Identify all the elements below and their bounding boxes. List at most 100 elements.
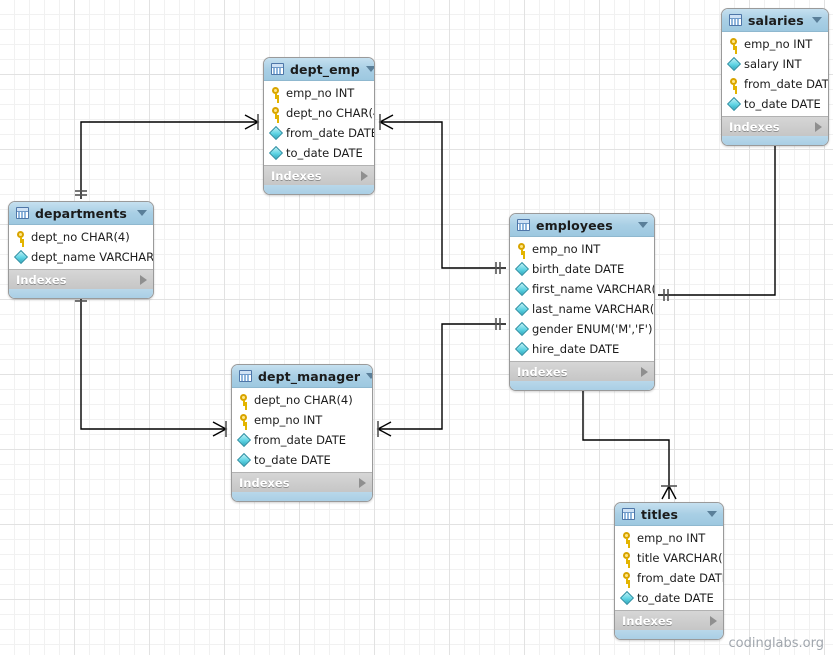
table-header-dept_manager[interactable]: dept_manager [232, 365, 372, 388]
field-row[interactable]: from_date DATE [232, 430, 372, 450]
table-icon [239, 370, 252, 382]
chevron-right-icon[interactable] [815, 121, 822, 132]
indexes-section-dept_manager[interactable]: Indexes [232, 472, 372, 492]
diamond-icon [619, 590, 634, 606]
diamond-icon-wrap [268, 145, 283, 161]
key-icon-wrap [270, 87, 281, 99]
field-row[interactable]: hire_date DATE [510, 339, 654, 359]
diamond-icon [726, 56, 741, 72]
chevron-down-icon[interactable] [812, 17, 822, 23]
field-row[interactable]: salary INT [722, 54, 828, 74]
chevron-right-icon[interactable] [710, 615, 717, 626]
diamond-icon [268, 125, 283, 141]
relationship-employees-dept_emp [378, 114, 506, 274]
table-header-salaries[interactable]: salaries [722, 9, 828, 32]
field-row[interactable]: to_date DATE [615, 588, 723, 608]
field-row[interactable]: dept_name VARCHAR(40) [9, 247, 153, 267]
field-row[interactable]: first_name VARCHAR(14) [510, 279, 654, 299]
chevron-right-icon[interactable] [641, 366, 648, 377]
field-row[interactable]: emp_no INT [615, 528, 723, 548]
field-label: from_date DATE [637, 571, 724, 585]
relationship-departments-dept_emp [75, 114, 260, 199]
indexes-label: Indexes [16, 272, 67, 287]
indexes-section-salaries[interactable]: Indexes [722, 116, 828, 136]
diamond-icon-wrap [726, 56, 741, 72]
indexes-section-dept_emp[interactable]: Indexes [264, 165, 374, 185]
table-name: salaries [748, 12, 804, 28]
chevron-down-icon[interactable] [707, 511, 717, 517]
diamond-icon-wrap [514, 341, 529, 357]
key-icon-wrap [238, 414, 249, 426]
chevron-down-icon[interactable] [366, 373, 372, 379]
field-row[interactable]: from_date DATE [722, 74, 828, 94]
field-label: to_date DATE [637, 591, 714, 605]
field-row[interactable]: emp_no INT [232, 410, 372, 430]
indexes-label: Indexes [271, 168, 322, 183]
field-row[interactable]: to_date DATE [722, 94, 828, 114]
chevron-right-icon[interactable] [359, 477, 366, 488]
table-header-titles[interactable]: titles [615, 503, 723, 526]
table-bottom-strip [510, 381, 654, 390]
field-list: emp_no INT title VARCHAR(50) from_date DAT… [615, 526, 723, 610]
field-row[interactable]: dept_no CHAR(4) [232, 390, 372, 410]
field-row[interactable]: emp_no INT [264, 83, 374, 103]
field-row[interactable]: to_date DATE [232, 450, 372, 470]
relationship-employees-titles [577, 381, 677, 500]
key-icon-wrap [238, 394, 249, 406]
indexes-section-titles[interactable]: Indexes [615, 610, 723, 630]
diamond-icon [13, 249, 28, 265]
table-header-employees[interactable]: employees [510, 214, 654, 237]
field-label: emp_no INT [637, 531, 706, 545]
field-label: from_date DATE [286, 126, 375, 140]
table-header-departments[interactable]: departments [9, 202, 153, 225]
field-row[interactable]: dept_no CHAR(4) [264, 103, 374, 123]
field-row[interactable]: to_date DATE [264, 143, 374, 163]
field-row[interactable]: from_date DATE [615, 568, 723, 588]
diamond-icon [236, 432, 251, 448]
table-bottom-strip [722, 136, 828, 145]
field-row[interactable]: gender ENUM('M','F') [510, 319, 654, 339]
key-icon-wrap [621, 532, 632, 544]
field-row[interactable]: last_name VARCHAR(16) [510, 299, 654, 319]
field-label: to_date DATE [254, 453, 331, 467]
diamond-icon [514, 341, 529, 357]
field-row[interactable]: emp_no INT [722, 34, 828, 54]
table-salaries[interactable]: salaries emp_no INT salary INT from_date DA… [721, 8, 829, 146]
chevron-down-icon[interactable] [365, 66, 374, 72]
field-label: gender ENUM('M','F') [532, 322, 653, 336]
diamond-icon-wrap [514, 281, 529, 297]
table-icon [16, 207, 29, 219]
field-row[interactable]: from_date DATE [264, 123, 374, 143]
table-dept_manager[interactable]: dept_manager dept_no CHAR(4) emp_no INT fro… [231, 364, 373, 502]
table-name: dept_manager [258, 368, 361, 384]
chevron-down-icon[interactable] [137, 210, 147, 216]
key-icon [729, 38, 739, 50]
key-icon [622, 572, 632, 584]
field-row[interactable]: dept_no CHAR(4) [9, 227, 153, 247]
diamond-icon [268, 145, 283, 161]
chevron-right-icon[interactable] [140, 274, 147, 285]
chevron-right-icon[interactable] [361, 170, 368, 181]
indexes-label: Indexes [729, 119, 780, 134]
field-label: salary INT [744, 57, 802, 71]
table-header-dept_emp[interactable]: dept_emp [264, 58, 374, 81]
chevron-down-icon[interactable] [638, 222, 648, 228]
field-label: to_date DATE [286, 146, 363, 160]
field-row[interactable]: title VARCHAR(50) [615, 548, 723, 568]
indexes-section-employees[interactable]: Indexes [510, 361, 654, 381]
field-row[interactable]: emp_no INT [510, 239, 654, 259]
indexes-section-departments[interactable]: Indexes [9, 269, 153, 289]
field-row[interactable]: birth_date DATE [510, 259, 654, 279]
field-label: emp_no INT [254, 413, 323, 427]
table-name: dept_emp [290, 61, 360, 77]
table-titles[interactable]: titles emp_no INT title VARCHAR(50) from_da… [614, 502, 724, 640]
key-icon-wrap [15, 231, 26, 243]
key-icon [16, 231, 26, 243]
diamond-icon-wrap [236, 432, 251, 448]
